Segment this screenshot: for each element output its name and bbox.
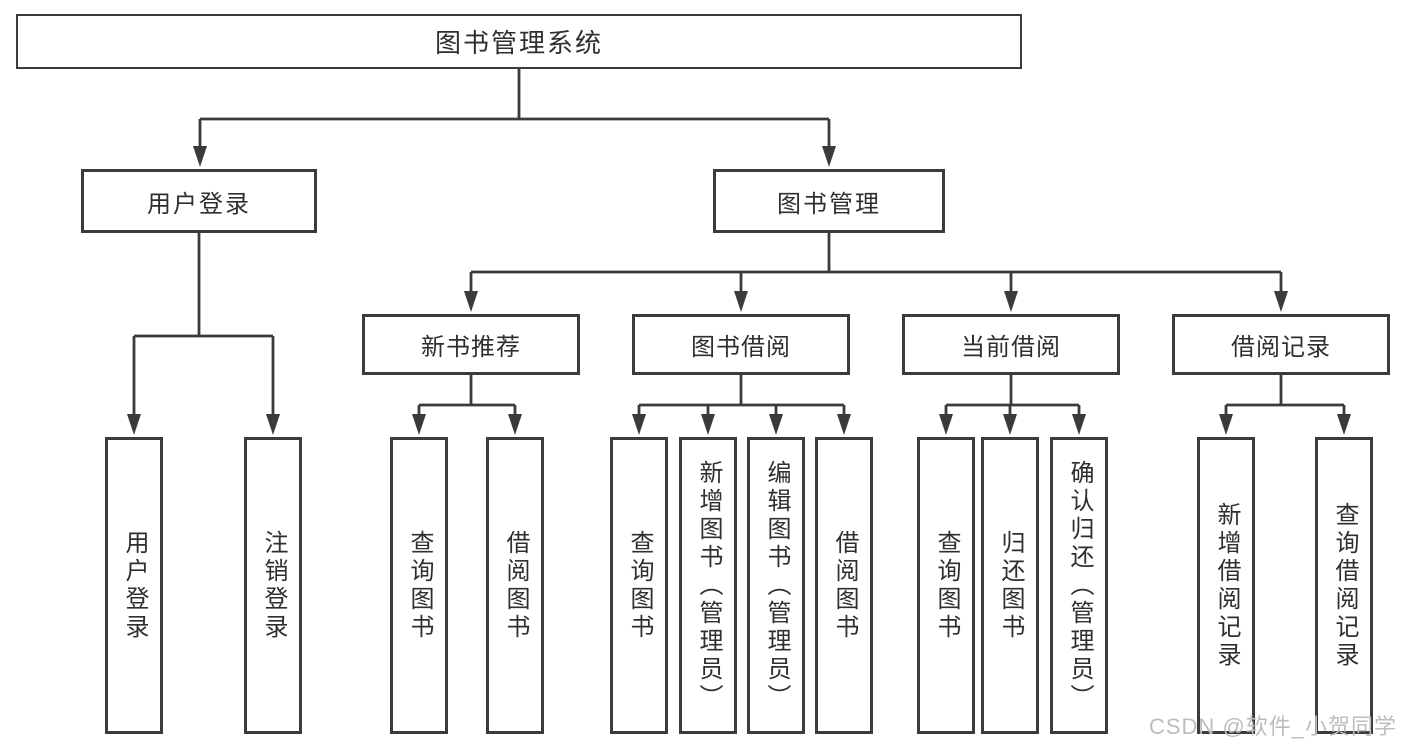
node-leaf-edit-book-admin: 编辑图书（管理员） — [747, 437, 805, 734]
node-leaf-borrow-books: 借阅图书 — [815, 437, 873, 734]
node-label: 借阅图书 — [502, 529, 529, 642]
node-book-borrowing: 图书借阅 — [632, 314, 850, 375]
node-leaf-query-books-current: 查询图书 — [917, 437, 975, 734]
node-label: 图书借阅 — [691, 334, 791, 361]
node-label: 新增图书（管理员） — [695, 459, 722, 712]
node-label: 用户登录 — [147, 190, 251, 218]
node-label: 查询图书 — [626, 529, 653, 642]
node-label: 查询图书 — [933, 529, 960, 642]
arrowhead-icons — [127, 146, 1351, 435]
node-label: 查询图书 — [406, 529, 433, 642]
node-label: 新书推荐 — [421, 334, 521, 361]
node-leaf-user-login: 用户登录 — [105, 437, 163, 734]
node-library-management-system: 图书管理系统 — [16, 14, 1022, 69]
node-label: 图书管理 — [777, 190, 881, 218]
node-leaf-confirm-return-admin: 确认归还（管理员） — [1050, 437, 1108, 734]
node-leaf-query-borrow-record: 查询借阅记录 — [1315, 437, 1373, 734]
node-label: 当前借阅 — [961, 334, 1061, 361]
node-label: 编辑图书（管理员） — [763, 459, 790, 712]
node-label: 查询借阅记录 — [1331, 501, 1358, 670]
node-leaf-query-books-borrow: 查询图书 — [610, 437, 668, 734]
node-leaf-logout: 注销登录 — [244, 437, 302, 734]
node-leaf-add-book-admin: 新增图书（管理员） — [679, 437, 737, 734]
node-leaf-return-book: 归还图书 — [981, 437, 1039, 734]
node-new-book-recommend: 新书推荐 — [362, 314, 580, 375]
node-label: 注销登录 — [260, 529, 287, 642]
node-label: 借阅记录 — [1231, 334, 1331, 361]
node-current-borrowing: 当前借阅 — [902, 314, 1120, 375]
csdn-watermark: CSDN @软件_小贺同学 — [1148, 714, 1397, 739]
node-borrowing-records: 借阅记录 — [1172, 314, 1390, 375]
node-label: 图书管理系统 — [434, 28, 603, 58]
node-label: 新增借阅记录 — [1213, 501, 1240, 670]
node-leaf-query-books-recommend: 查询图书 — [390, 437, 448, 734]
node-book-management: 图书管理 — [713, 169, 945, 233]
node-label: 确认归还（管理员） — [1066, 459, 1093, 712]
node-label: 用户登录 — [121, 529, 148, 642]
node-user-login: 用户登录 — [81, 169, 317, 233]
node-leaf-borrow-books-recommend: 借阅图书 — [486, 437, 544, 734]
node-label: 借阅图书 — [831, 529, 858, 642]
node-leaf-add-borrow-record: 新增借阅记录 — [1197, 437, 1255, 734]
node-label: 归还图书 — [997, 529, 1024, 642]
